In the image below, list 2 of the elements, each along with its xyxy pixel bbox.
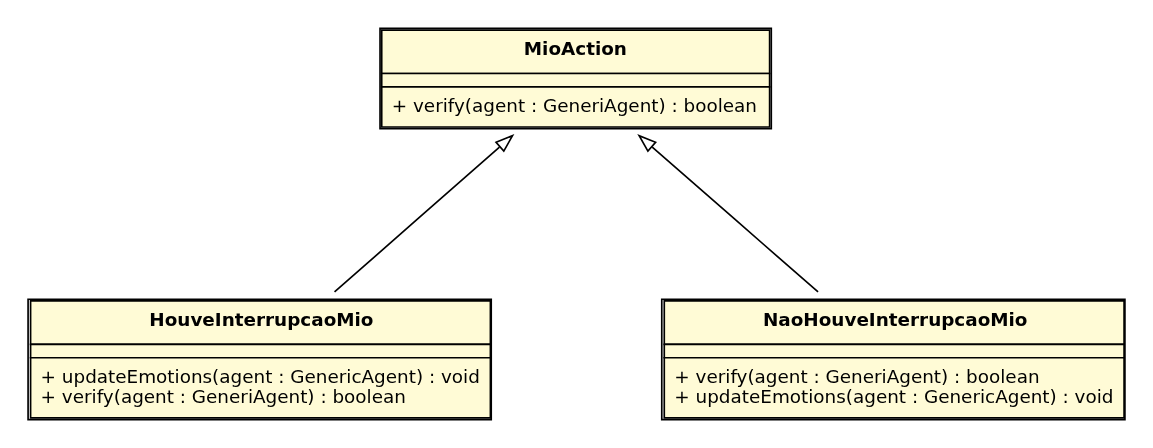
arrow xyxy=(637,134,819,293)
arrow xyxy=(333,134,515,293)
